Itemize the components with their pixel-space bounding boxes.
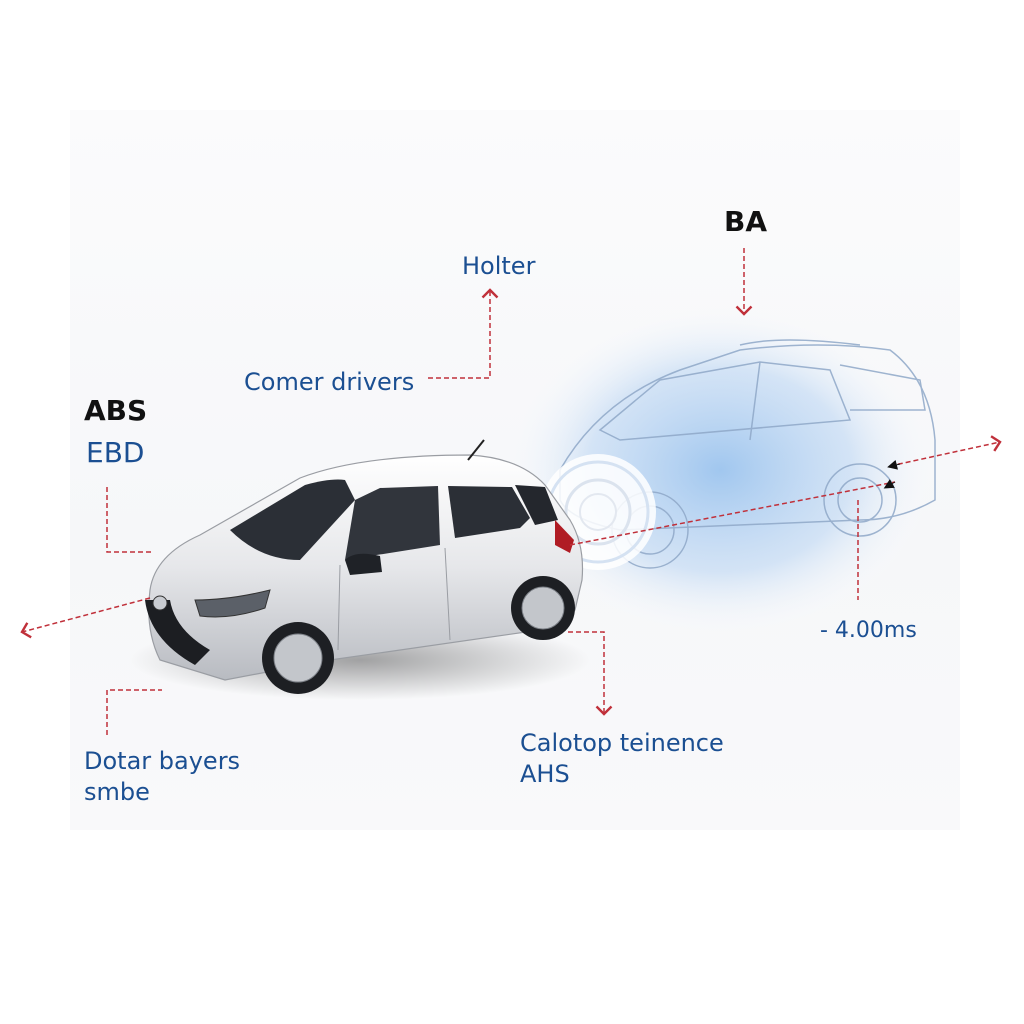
- gap-line: [569, 481, 896, 546]
- label-dotar-line2: smbe: [84, 778, 150, 806]
- label-calotop-line1: Calotop teinence: [520, 729, 724, 757]
- gap-arrowhead-icon: [883, 479, 896, 489]
- label-corner-drivers: Comer drivers: [244, 368, 415, 396]
- hatchback-car-image: [145, 439, 584, 694]
- dotar-leader-line: [106, 689, 162, 735]
- label-calotop-line2: AHS: [520, 760, 570, 788]
- label-ba: BA: [724, 205, 768, 238]
- leader-lines: [20, 248, 1002, 735]
- label-holter: Holter: [462, 252, 536, 280]
- holter-arrow: [428, 288, 499, 379]
- label-ebd: EBD: [86, 436, 145, 469]
- gap-arrowhead-left-icon: [887, 459, 901, 470]
- label-dotar-line1: Dotar bayers: [84, 747, 241, 775]
- calotop-arrow: [568, 631, 613, 716]
- abs-leader-line: [106, 487, 152, 553]
- front-distance-arrow: [20, 597, 151, 639]
- right-distance-arrow: [889, 435, 1002, 467]
- label-abs: ABS: [84, 394, 148, 427]
- label-timing: - 4.00ms: [820, 618, 917, 643]
